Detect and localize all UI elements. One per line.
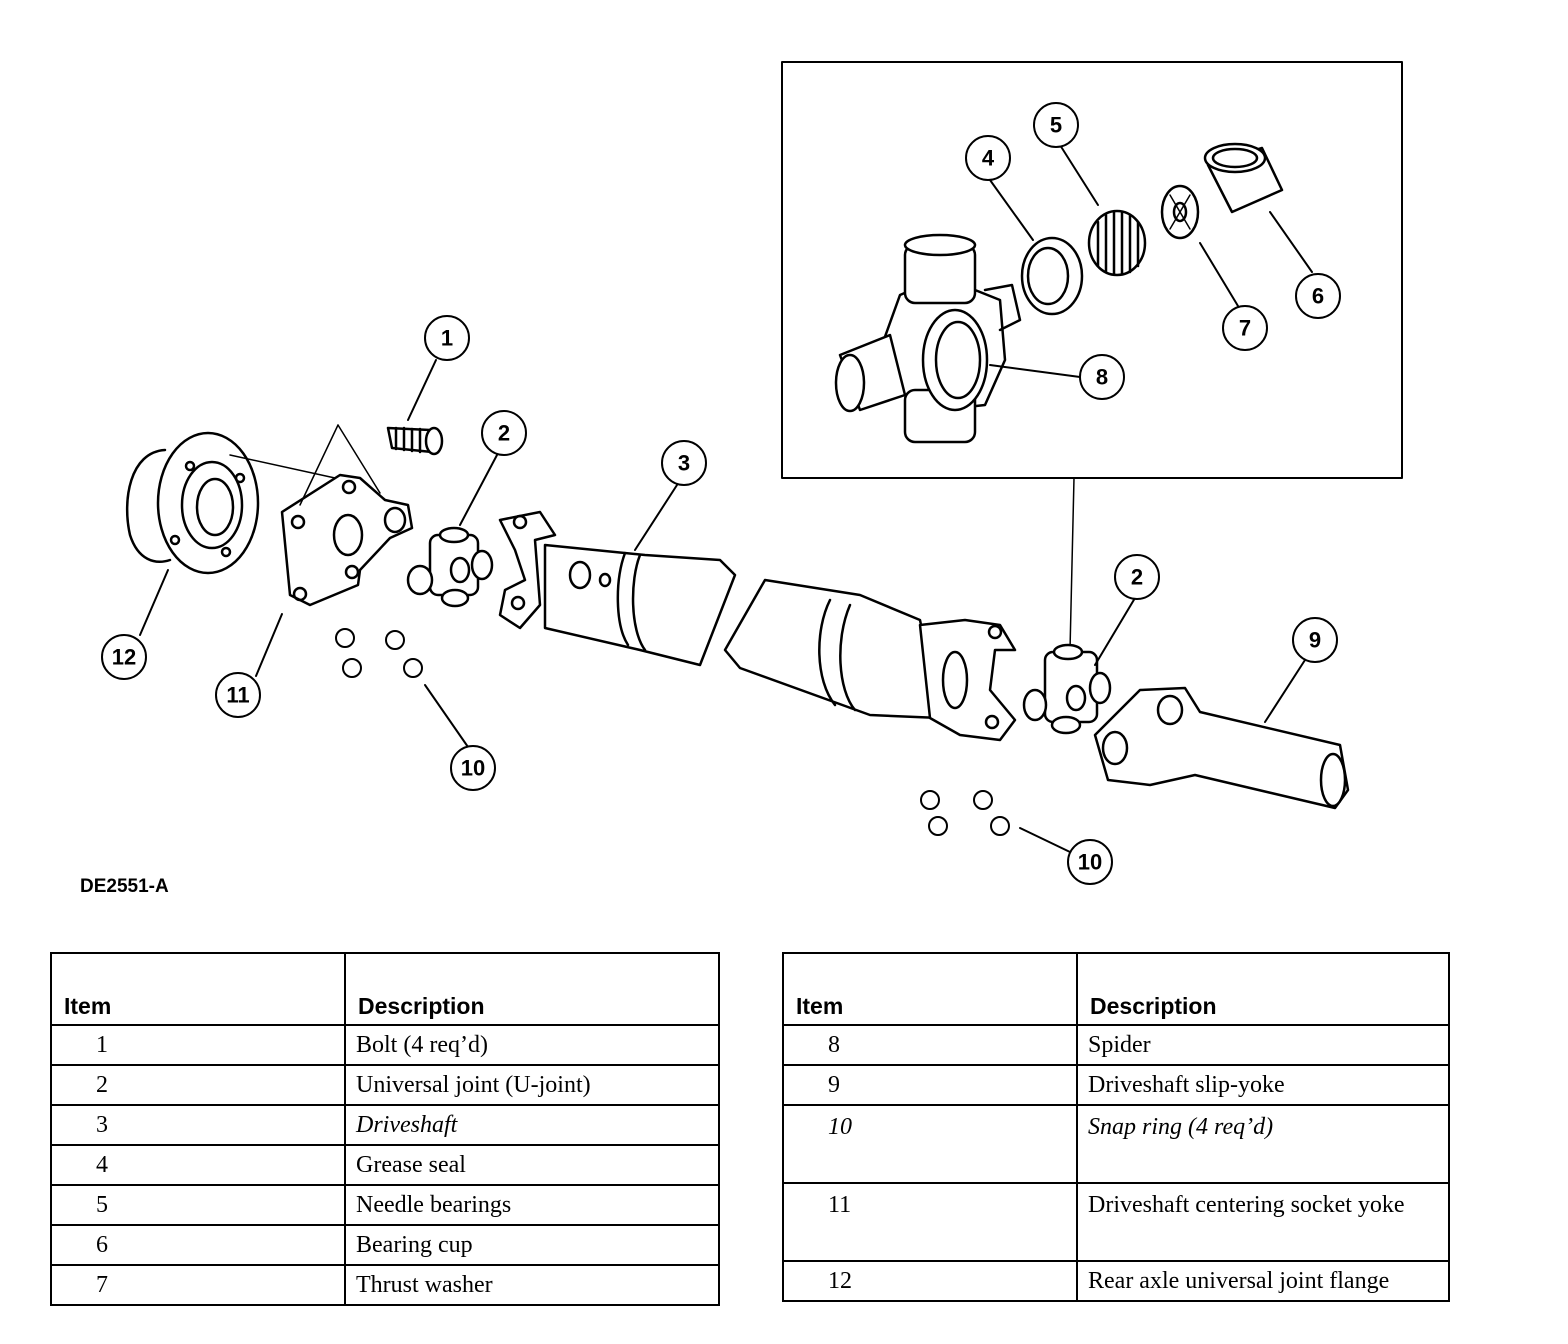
callout-11 [215,672,261,718]
bolt [386,426,444,456]
table-row: 8 Spider [782,1024,1450,1066]
table-row: 9 Driveshaft slip-yoke [782,1064,1450,1106]
table-row: 1 Bolt (4 req’d) [50,1024,720,1066]
description-header: Description [1076,952,1450,1026]
item-description: Thrust washer [344,1264,720,1306]
item-number: 3 [50,1104,346,1146]
callout-3-label: 3 [678,451,690,476]
driveshaft [498,510,1017,742]
callout-2b-label: 2 [1131,565,1143,590]
callout-10 [450,745,496,791]
item-number: 4 [50,1144,346,1186]
item-number: 5 [50,1184,346,1226]
thrust-washer [1160,184,1200,240]
callout-5 [1033,102,1079,148]
callout-7 [1222,305,1268,351]
leader-lines [139,144,1313,853]
callout-5-label: 5 [1050,113,1062,138]
item-description: Bearing cup [344,1224,720,1266]
callout-10b-label: 10 [1078,850,1102,875]
grease-seal [1020,236,1084,316]
callout-8-label: 8 [1096,365,1108,390]
item-description: Driveshaft centering socket yoke [1076,1182,1450,1262]
item-number: 1 [50,1024,346,1066]
figure-code: DE2551-A [80,876,169,897]
item-number: 8 [782,1024,1078,1066]
snap-rings-left [335,628,423,678]
callout-3 [661,440,707,486]
callout-9-label: 9 [1309,628,1321,653]
item-description: Driveshaft [344,1104,720,1146]
callout-4-label: 4 [982,146,995,171]
table-row: 12 Rear axle universal joint flange [782,1260,1450,1302]
callout-6-label: 6 [1312,284,1324,309]
item-number: 10 [782,1104,1078,1184]
callout-2 [481,410,527,456]
table-row: 3 Driveshaft [50,1104,720,1146]
table-row: 7 Thrust washer [50,1264,720,1306]
item-header: Item [50,952,346,1026]
rear-axle-flange [125,431,336,575]
item-description: Bolt (4 req’d) [344,1024,720,1066]
table-row: 4 Grease seal [50,1144,720,1186]
callout-1-label: 1 [441,326,453,351]
bearing-cup [1203,142,1284,214]
table-row: 11 Driveshaft centering socket yoke [782,1182,1450,1262]
legend-table-left: Item Description 1 Bolt (4 req’d) 2 Univ… [50,952,720,1306]
callout-8 [1079,354,1125,400]
callout-12 [101,634,147,680]
callout-11-label: 11 [226,683,249,708]
callout-12-label: 12 [112,645,136,670]
callout-circles [101,102,1341,885]
item-number: 12 [782,1260,1078,1302]
item-description: Universal joint (U-joint) [344,1064,720,1106]
item-description: Spider [1076,1024,1450,1066]
inset-leader-line [1069,477,1075,651]
item-number: 11 [782,1182,1078,1262]
u-joint-right [1022,643,1112,735]
description-header: Description [344,952,720,1026]
item-description: Rear axle universal joint flange [1076,1260,1450,1302]
item-description: Driveshaft slip-yoke [1076,1064,1450,1106]
legend-table-right: Item Description 8 Spider 9 Driveshaft s… [782,952,1450,1302]
callout-10b [1067,839,1113,885]
item-header: Item [782,952,1078,1026]
item-number: 6 [50,1224,346,1266]
item-number: 2 [50,1064,346,1106]
callout-7-label: 7 [1239,316,1251,341]
callout-6 [1295,273,1341,319]
table-row: 2 Universal joint (U-joint) [50,1064,720,1106]
driveshaft-slip-yoke [1093,686,1350,810]
callout-2-label: 2 [498,421,510,446]
table-row: 5 Needle bearings [50,1184,720,1226]
u-joint-left [406,526,494,608]
callout-4 [965,135,1011,181]
inset-box [781,61,1403,479]
callout-1 [424,315,470,361]
item-description: Grease seal [344,1144,720,1186]
item-number: 9 [782,1064,1078,1106]
callout-2b [1114,554,1160,600]
callout-10-label: 10 [461,756,485,781]
centering-socket-yoke [280,424,414,607]
table-row: 6 Bearing cup [50,1224,720,1266]
item-description: Snap ring (4 req’d) [1076,1104,1450,1184]
needle-bearings [1087,209,1147,277]
table-row: 10 Snap ring (4 req’d) [782,1104,1450,1184]
exploded-driveshaft-diagram: 1 2 3 4 5 6 7 8 2 9 10 10 11 12 [101,61,1403,885]
callout-9 [1292,617,1338,663]
spider [834,233,1022,444]
item-description: Needle bearings [344,1184,720,1226]
snap-rings-right [920,790,1010,836]
callout-numbers: 1 2 3 4 5 6 7 8 2 9 10 10 11 12 [112,113,1324,875]
item-number: 7 [50,1264,346,1306]
